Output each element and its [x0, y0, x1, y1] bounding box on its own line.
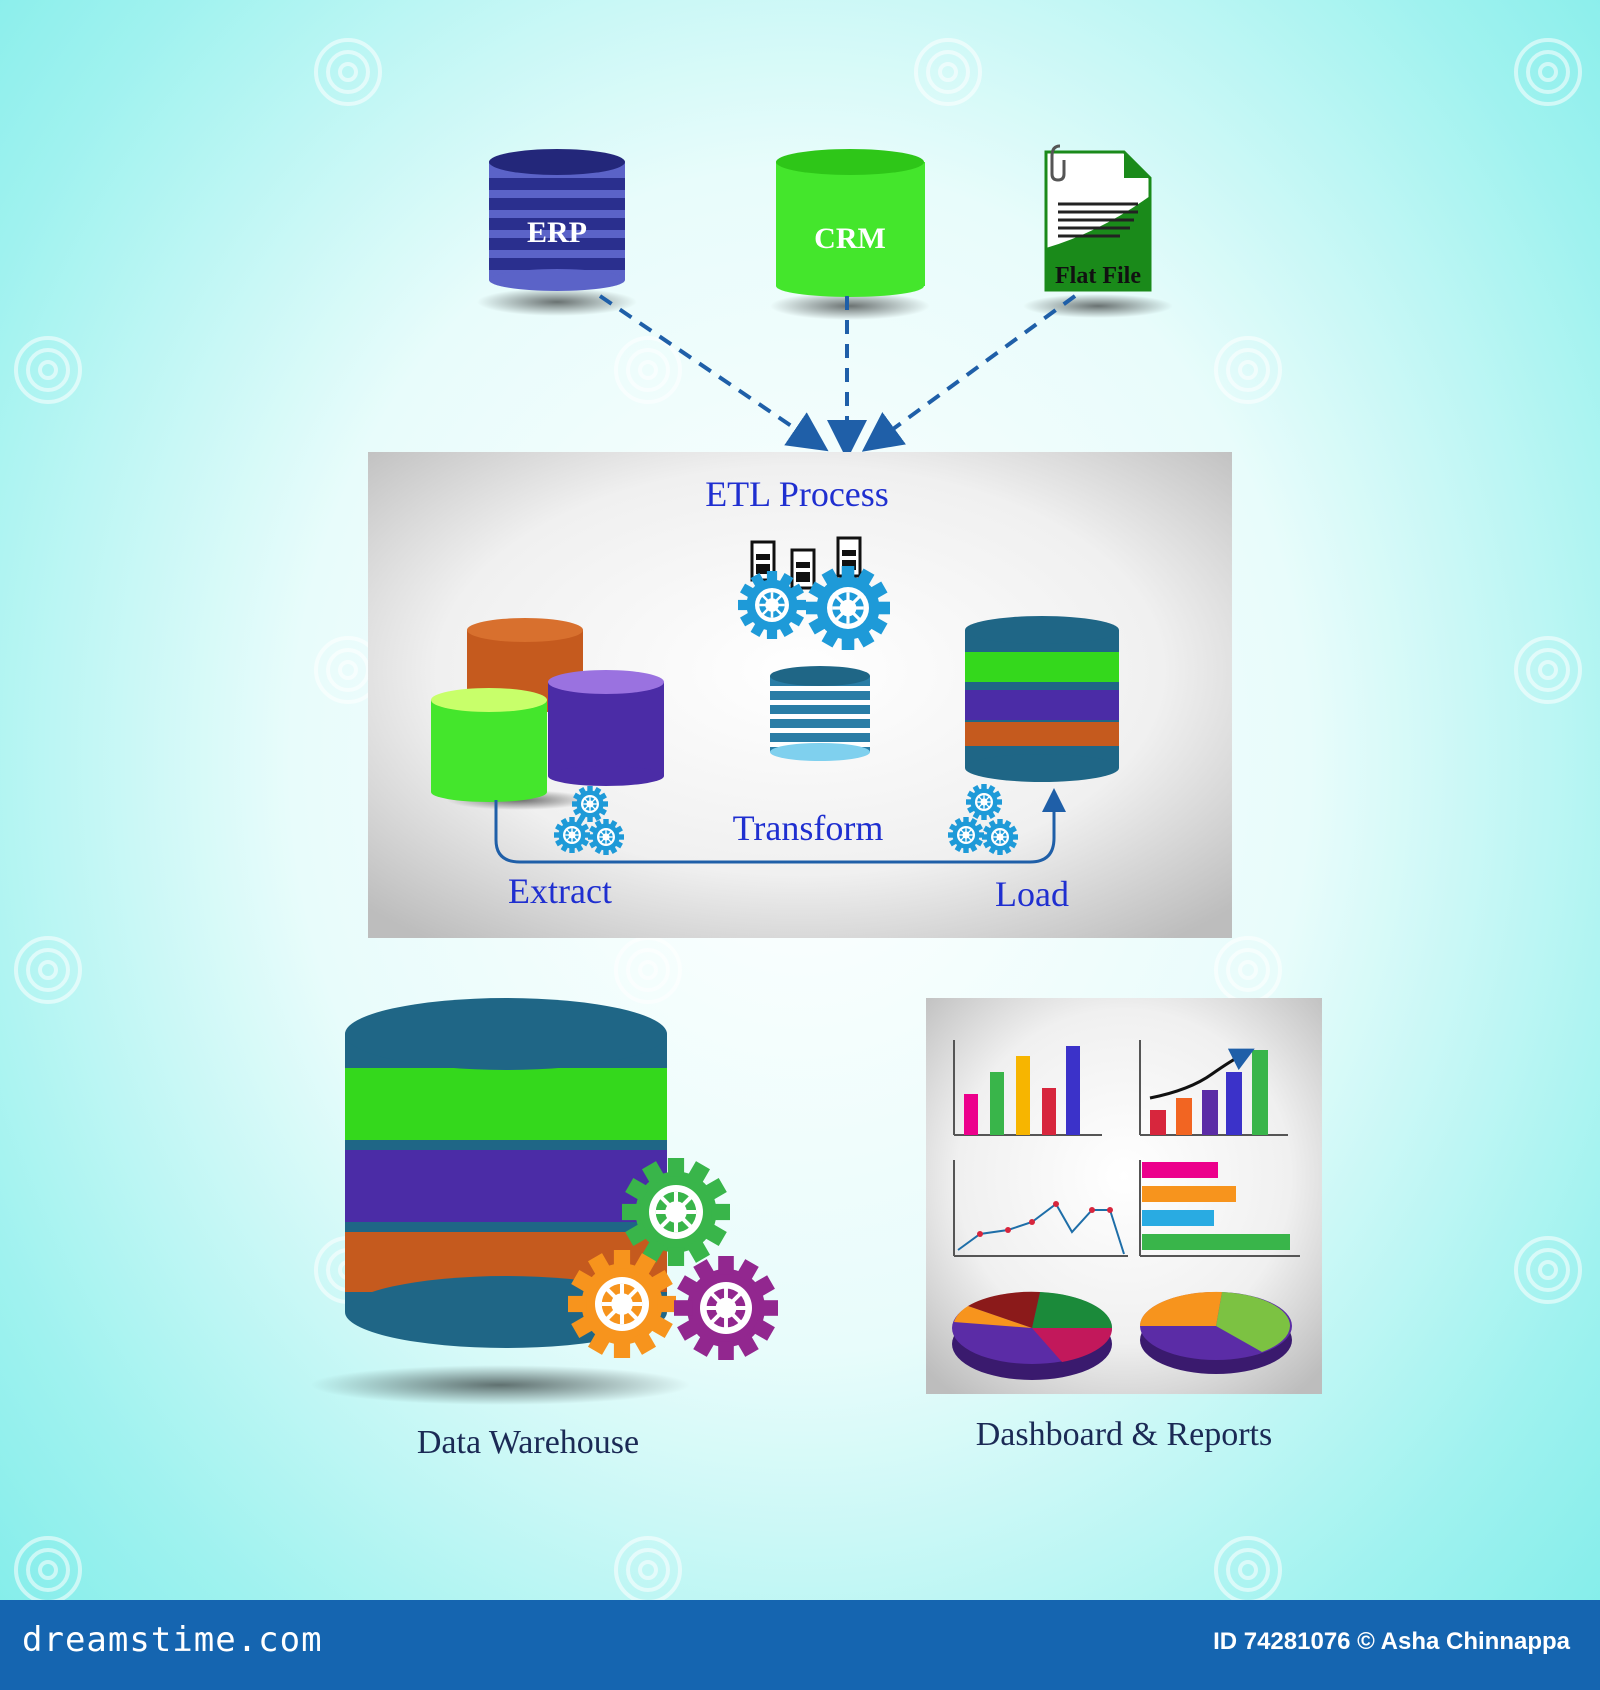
- flat-file-label: Flat File: [1055, 263, 1141, 289]
- etl-panel: ETL Process: [368, 452, 1232, 938]
- flat-file-source: Flat File: [1023, 144, 1173, 318]
- load-label: Load: [995, 874, 1069, 914]
- pie-chart-thumbnail: [952, 1291, 1113, 1380]
- transform-label: Transform: [733, 808, 884, 848]
- load-stack: [965, 616, 1119, 782]
- line-chart-thumbnail: [953, 1160, 1128, 1257]
- crm-source-cylinder: CRM: [770, 149, 930, 320]
- erp-label: ERP: [527, 216, 587, 249]
- growth-chart-thumbnail: [1139, 1040, 1288, 1136]
- footer-bar: dreamstime.com ID 74281076 © Asha Chinna…: [0, 1600, 1600, 1690]
- erp-source-cylinder: ERP: [477, 149, 637, 316]
- warehouse-label: Data Warehouse: [417, 1424, 639, 1461]
- bar-chart-thumbnail: [953, 1040, 1102, 1136]
- crm-label: CRM: [814, 222, 886, 255]
- etl-title: ETL Process: [705, 474, 889, 514]
- data-warehouse: Data Warehouse: [310, 998, 780, 1461]
- source-arrows: [598, 294, 1077, 460]
- etl-flow-arrow: [494, 788, 1066, 864]
- extract-label: Extract: [508, 871, 612, 911]
- extract-cylinders: [431, 618, 664, 810]
- file-to-etl-arrow: [861, 294, 1077, 452]
- horizontal-bar-thumbnail: [1139, 1160, 1300, 1257]
- diagram-canvas: ERP CRM Flat File ETL Process: [310, 144, 1322, 1461]
- footer-credit: ID 74281076 © Asha Chinnappa: [1213, 1628, 1570, 1655]
- erp-to-etl-arrow: [598, 294, 829, 452]
- dashboard-reports: Dashboard & Reports: [926, 998, 1322, 1453]
- reports-label: Dashboard & Reports: [976, 1416, 1273, 1453]
- footer-brand[interactable]: dreamstime.com: [22, 1620, 323, 1660]
- transform-stack: [770, 666, 870, 761]
- pie-chart-thumbnail: [1139, 1291, 1292, 1374]
